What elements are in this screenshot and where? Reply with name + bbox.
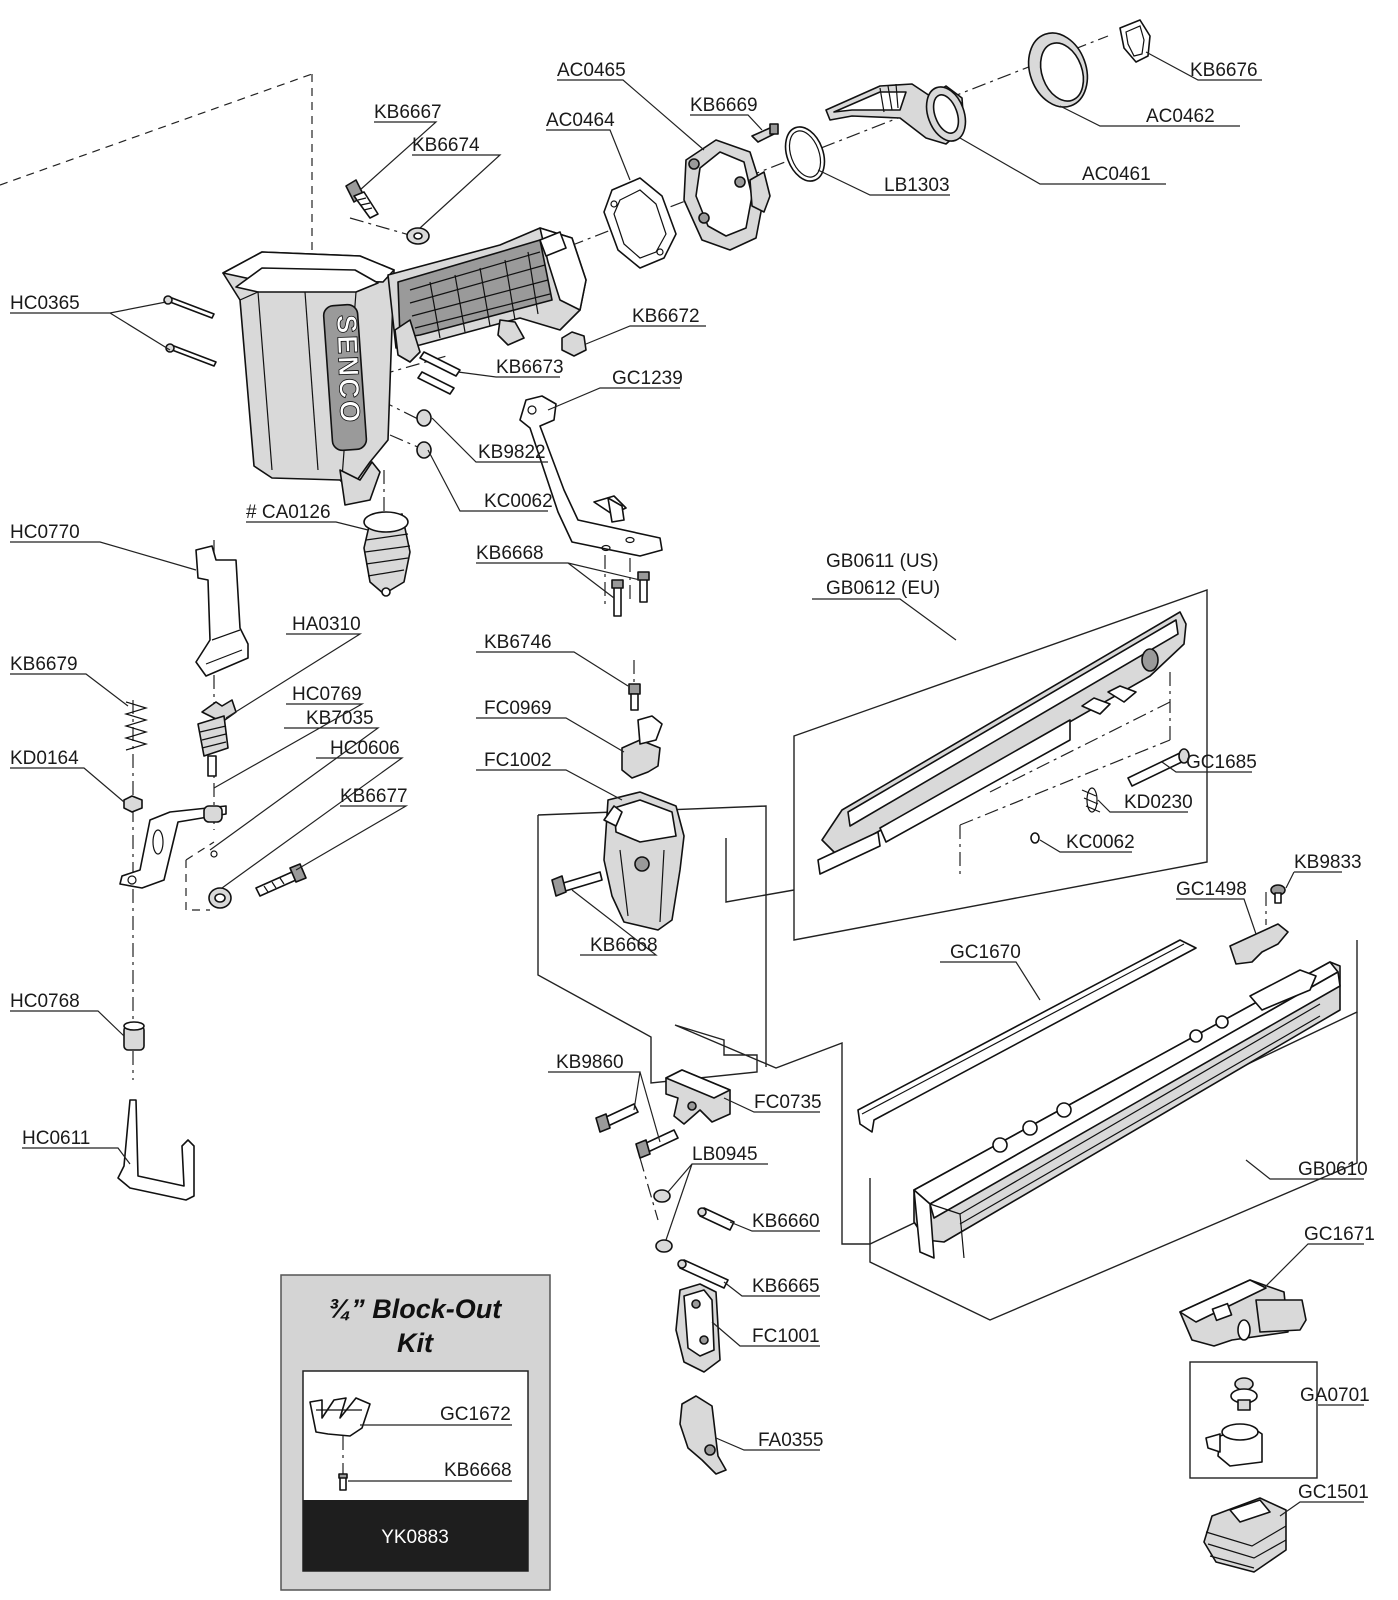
label-kb6669: KB6669 [690, 95, 758, 116]
label-ga0701: GA0701 [1300, 1385, 1370, 1406]
label-hc0770: HC0770 [10, 522, 80, 543]
label-kb6679: KB6679 [10, 654, 78, 675]
label-kb6668-mid: KB6668 [590, 935, 658, 956]
label-lb1303: LB1303 [884, 175, 950, 196]
label-ac0465: AC0465 [557, 60, 626, 81]
kit-title-line1: ¾” Block-Out [329, 1294, 503, 1324]
label-kd0230: KD0230 [1124, 792, 1193, 813]
block-out-kit-panel: ¾” Block-Out Kit YK0883 GC1672 KB6668 [280, 1274, 551, 1591]
label-gc1501: GC1501 [1298, 1482, 1369, 1503]
magazine-parts [817, 611, 1341, 1573]
label-kb6746: KB6746 [484, 632, 552, 653]
label-fc1002: FC1002 [484, 750, 552, 771]
label-kd0164: KD0164 [10, 748, 79, 769]
label-kb7035: KB7035 [306, 708, 374, 729]
label-hc0769: HC0769 [292, 684, 362, 705]
label-fc0735: FC0735 [754, 1092, 822, 1113]
leader-lines [10, 51, 1364, 1517]
label-fc0969: FC0969 [484, 698, 552, 719]
label-kb6674: KB6674 [412, 135, 480, 156]
left-column-parts [117, 545, 307, 1201]
label-ha0310: HA0310 [292, 614, 361, 635]
kit-code-bar [303, 1500, 528, 1571]
brand-mark: SENCO [331, 314, 366, 425]
middle-parts [551, 683, 735, 1475]
screws-pins-top [163, 179, 663, 617]
label-gb0612: GB0612 (EU) [826, 578, 940, 599]
label-kb9822: KB9822 [478, 442, 546, 463]
exhaust-parts [603, 19, 1151, 269]
label-kb6673: KB6673 [496, 357, 564, 378]
kit-code: YK0883 [381, 1527, 449, 1548]
label-kb6676: KB6676 [1190, 60, 1258, 81]
label-gc1239: GC1239 [612, 368, 683, 389]
label-ac0461: AC0461 [1082, 164, 1151, 185]
label-lb0945: LB0945 [692, 1144, 758, 1165]
label-kc0062-mid: KC0062 [1066, 832, 1135, 853]
part-labels: AC0465 KB6669 AC0464 KB6667 KB6674 KB667… [10, 60, 1375, 1503]
label-ac0464: AC0464 [546, 110, 615, 131]
label-hc0611: HC0611 [22, 1128, 90, 1149]
label-hc0768: HC0768 [10, 991, 80, 1012]
label-kb6667: KB6667 [374, 102, 442, 123]
label-kb6668-top: KB6668 [476, 543, 544, 564]
label-kb6677: KB6677 [340, 786, 408, 807]
label-ca0126: # CA0126 [246, 502, 331, 523]
label-hc0606: HC0606 [330, 738, 400, 759]
label-gc1670: GC1670 [950, 942, 1021, 963]
label-fc1001: FC1001 [752, 1326, 820, 1347]
label-gc1685: GC1685 [1186, 752, 1257, 773]
kit-label-kb6668: KB6668 [444, 1460, 512, 1481]
label-hc0365: HC0365 [10, 293, 80, 314]
kit-label-gc1672: GC1672 [440, 1404, 511, 1425]
label-kb9860: KB9860 [556, 1052, 624, 1073]
label-fa0355: FA0355 [758, 1430, 824, 1451]
label-kb6672: KB6672 [632, 306, 700, 327]
label-kc0062-top: KC0062 [484, 491, 553, 512]
label-ac0462: AC0462 [1146, 106, 1215, 127]
label-kb9833: KB9833 [1294, 852, 1362, 873]
label-gc1498: GC1498 [1176, 879, 1247, 900]
housing: SENCO [222, 227, 587, 506]
label-kb6665: KB6665 [752, 1276, 820, 1297]
label-kb6660: KB6660 [752, 1211, 820, 1232]
kit-title-line2: Kit [397, 1328, 434, 1358]
label-gc1671: GC1671 [1304, 1224, 1375, 1245]
label-gb0610: GB0610 [1298, 1159, 1368, 1180]
label-gb0611: GB0611 (US) [826, 551, 939, 572]
